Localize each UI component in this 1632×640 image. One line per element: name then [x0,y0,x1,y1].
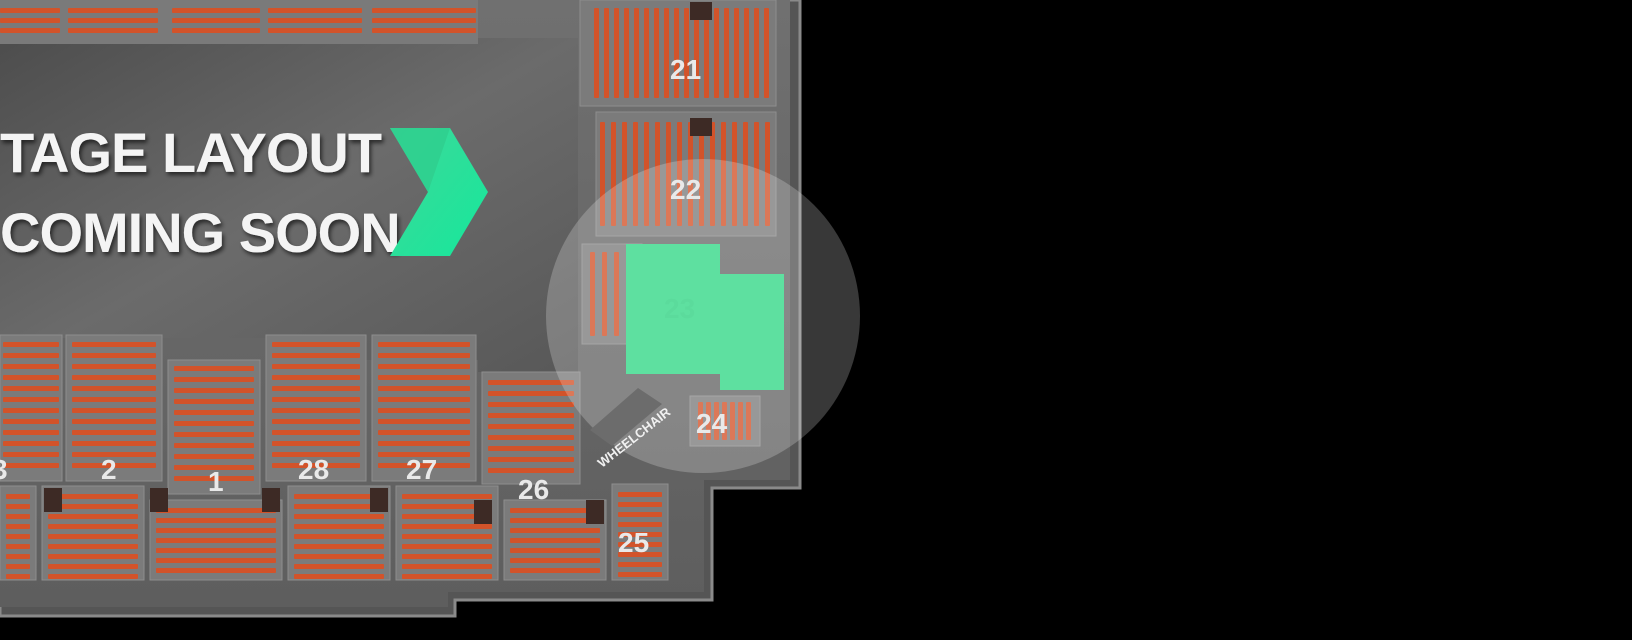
section-28[interactable] [265,334,367,482]
section-label-3: 3 [0,454,8,485]
section-label-25: 25 [618,527,649,558]
section-23-selected[interactable] [626,244,784,390]
aisle-marker [586,500,604,524]
section-label-22: 22 [670,174,701,205]
stage-message: TAGE LAYOUT COMING SOON [0,121,401,264]
section-27[interactable] [371,334,477,482]
stage-text-line2: COMING SOON [0,201,400,264]
section-label-27: 27 [406,454,437,485]
section-3[interactable] [0,334,63,482]
aisle-marker [370,488,388,512]
front-rows-3[interactable] [0,485,37,581]
aisle-marker [690,2,712,20]
section-label-21: 21 [670,54,701,85]
aisle-marker [474,500,492,524]
section-24[interactable] [689,395,761,447]
section-label-2: 2 [101,454,117,485]
aisle-marker [44,488,62,512]
stage-text-line1: TAGE LAYOUT [0,121,382,184]
stage-area [0,38,578,372]
section-label-26: 26 [518,474,549,505]
section-22[interactable] [595,111,777,237]
section-label-24: 24 [696,408,728,439]
brand-chevron-icon [390,128,488,256]
aisle-marker [262,488,280,512]
section-labels: 3 2 1 28 27 26 25 24 22 21 [0,54,728,558]
aisle-marker [690,118,712,136]
top-seat-blocks [0,0,478,44]
section-label-28: 28 [298,454,329,485]
section-23-label: 23 [664,293,695,324]
section-25[interactable] [611,483,669,581]
front-rows-1[interactable] [149,499,283,581]
section-label-1: 1 [208,466,224,497]
aisle-marker [150,488,168,512]
section-1[interactable] [167,359,261,495]
section-2[interactable] [65,334,163,482]
section-21[interactable] [579,0,777,107]
section-26[interactable] [481,371,581,485]
